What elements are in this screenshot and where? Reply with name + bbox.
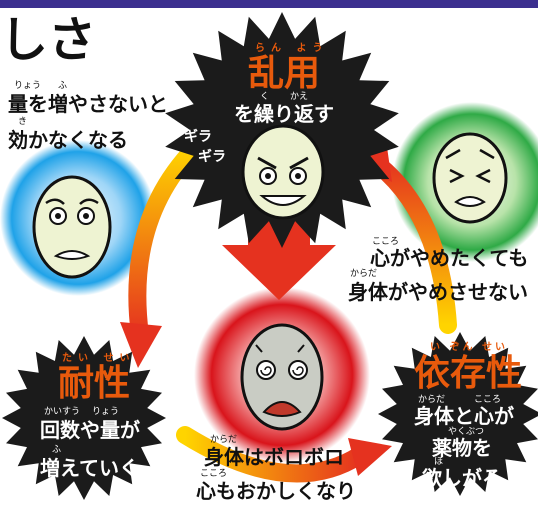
header-bar: [0, 0, 538, 8]
dependence-burst: [378, 332, 538, 496]
dependence-line2: 薬物を: [432, 436, 492, 460]
dependence-desc-ruby-kokoro: こころ: [372, 237, 400, 247]
angry-face-icon: [241, 124, 325, 220]
dependence-line1-ruby-karada: からだ: [418, 395, 446, 405]
tolerance-line2-ruby: ふ: [52, 445, 62, 455]
dizzy-face-icon: [240, 323, 324, 431]
tolerance-line1-ruby-kaisuu: かいすう: [44, 407, 81, 417]
bottom-line2: 心もおかしくなり: [196, 479, 356, 503]
dependence-line2-ruby: やくぶつ: [448, 427, 485, 437]
arrow-tolerance-to-dependence: [176, 426, 369, 483]
dependence-line1-ruby-kokoro: こころ: [474, 395, 502, 405]
bottom-line1-ruby: からだ: [210, 435, 238, 445]
tolerance-desc-ruby-ryou: りょう: [14, 81, 42, 91]
dependence-line3-ruby: ほ: [434, 457, 444, 467]
abuse-desc: を繰り返す: [234, 102, 334, 126]
abuse-desc-ruby-kae: かえ: [290, 92, 309, 102]
tolerance-label: 耐性: [58, 363, 131, 404]
bottom-line1: 身体はボロボロ: [204, 445, 344, 469]
onomatopoeia-1: ギラ: [184, 129, 212, 145]
tolerance-desc-line2: 効かなくなる: [8, 128, 128, 152]
tolerance-desc-ruby-ki: き: [18, 117, 28, 127]
pained-face-icon: [432, 132, 508, 224]
dependence-line1: 身体と心が: [414, 404, 514, 428]
burstLeft-shape: [2, 336, 166, 500]
burstRight-shape: [378, 332, 538, 496]
tolerance-label-ruby: たい せい: [62, 353, 136, 364]
abuse-desc-ruby-ku: く: [260, 92, 270, 102]
page-title: しさ: [0, 12, 97, 68]
tolerance-desc-ruby-fu: ふ: [58, 81, 68, 91]
dependence-desc-line2: 身体がやめさせない: [348, 280, 528, 304]
dependence-label: 依存性: [414, 353, 523, 394]
tolerance-line1: 回数や量が: [40, 418, 140, 442]
arrow-abuse-to-tolerance: [128, 139, 204, 344]
tolerance-line2: 増えていく: [40, 456, 139, 480]
worried-face-icon: [32, 175, 112, 279]
dependence-desc-line1: 心がやめたくても: [370, 246, 529, 270]
tolerance-line1-ruby-ryou: りょう: [92, 407, 120, 417]
abuse-label-ruby: らん よう: [255, 43, 329, 54]
arrow-head-bottom: [348, 438, 392, 476]
arrow-head-left: [120, 322, 162, 368]
dependence-label-ruby: い ぞん せい: [430, 342, 508, 353]
dependence-line3: 欲しがる: [422, 466, 502, 490]
tolerance-burst: [2, 336, 166, 500]
dependence-desc-ruby-karada: からだ: [350, 269, 378, 279]
tolerance-desc-line1: 量を増やさないと: [8, 92, 168, 116]
abuse-label: 乱用: [248, 53, 321, 94]
bottom-line2-ruby: こころ: [200, 469, 228, 479]
onomatopoeia-2: ギラ: [198, 149, 226, 165]
